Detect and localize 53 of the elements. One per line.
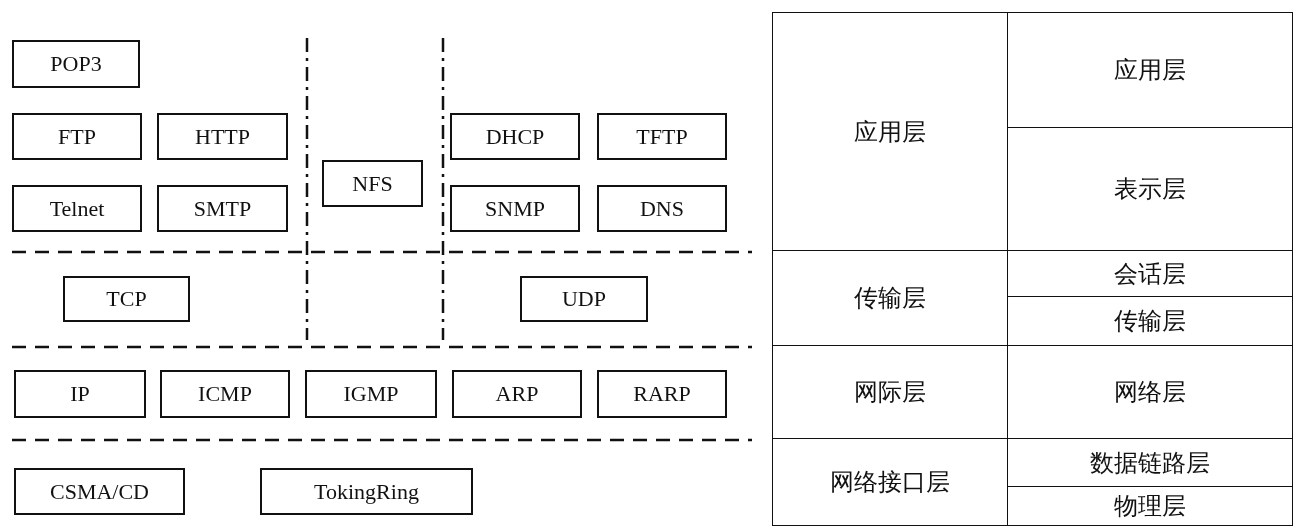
layer-cell bbox=[1007, 486, 1293, 526]
protocol-box bbox=[160, 370, 290, 418]
protocol-box bbox=[12, 185, 142, 232]
label-text: 传输层 bbox=[1114, 307, 1186, 336]
label-text: 物理层 bbox=[1114, 492, 1186, 521]
label-text: 网络接口层 bbox=[830, 468, 950, 497]
label-text: POP3 bbox=[50, 51, 102, 77]
protocol-box bbox=[322, 160, 423, 207]
label-text: ICMP bbox=[198, 381, 252, 407]
layer-cell bbox=[772, 438, 1008, 526]
protocol-box bbox=[305, 370, 437, 418]
label-text: 网络层 bbox=[1114, 378, 1186, 407]
label-text: UDP bbox=[562, 286, 606, 312]
label-text: 应用层 bbox=[1114, 56, 1186, 85]
label-text: DHCP bbox=[485, 123, 545, 150]
label-text: DNS bbox=[640, 195, 684, 222]
label-text: SNMP bbox=[485, 195, 545, 222]
label-text: FTP bbox=[58, 123, 96, 150]
label-text: 数据链路层 bbox=[1090, 448, 1210, 478]
protocol-box bbox=[14, 370, 146, 418]
label-text: CSMA/CD bbox=[49, 478, 149, 505]
protocol-box bbox=[597, 370, 727, 418]
layer-cell bbox=[1007, 12, 1293, 128]
label-text: IGMP bbox=[343, 381, 399, 407]
protocol-box bbox=[450, 113, 580, 160]
protocol-box bbox=[14, 468, 185, 515]
protocol-box bbox=[63, 276, 190, 322]
label-text: ARP bbox=[495, 381, 539, 407]
protocol-box bbox=[520, 276, 648, 322]
protocol-box bbox=[597, 113, 727, 160]
layer-cell bbox=[772, 12, 1008, 251]
label-text: 表示层 bbox=[1114, 175, 1186, 204]
label-text: 会话层 bbox=[1114, 259, 1186, 289]
label-text: RARP bbox=[633, 381, 691, 407]
protocol-box bbox=[452, 370, 582, 418]
label-text: NFS bbox=[352, 170, 393, 197]
protocol-box bbox=[260, 468, 473, 515]
protocol-box bbox=[157, 113, 288, 160]
label-text: 传输层 bbox=[854, 284, 926, 313]
label-text: TCP bbox=[106, 286, 147, 312]
protocol-box bbox=[12, 113, 142, 160]
label-text: 应用层 bbox=[854, 117, 926, 147]
protocol-box bbox=[157, 185, 288, 232]
label-text: 网际层 bbox=[854, 378, 926, 407]
label-text: Telnet bbox=[49, 195, 105, 222]
protocol-box bbox=[597, 185, 727, 232]
label-text: TokingRing bbox=[314, 478, 419, 505]
label-text: IP bbox=[70, 381, 90, 407]
protocol-box bbox=[450, 185, 580, 232]
label-text: HTTP bbox=[195, 123, 250, 150]
protocol-box bbox=[12, 40, 140, 88]
label-text: SMTP bbox=[193, 195, 252, 222]
label-text: TFTP bbox=[636, 123, 688, 150]
